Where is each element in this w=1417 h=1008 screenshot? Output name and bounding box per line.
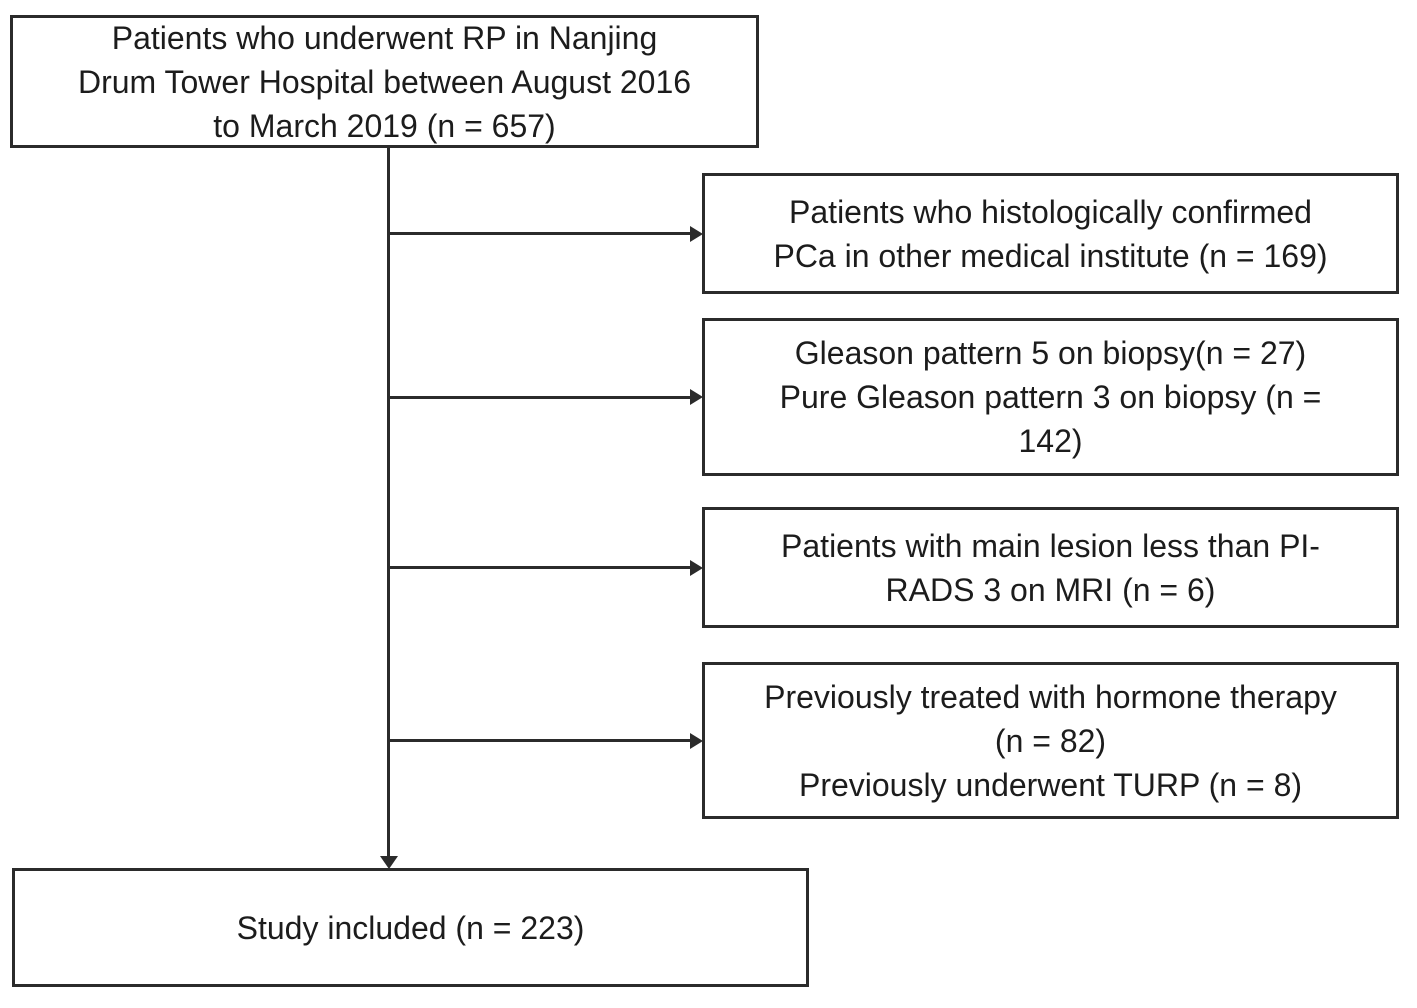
branch-line-4 <box>387 739 691 742</box>
exclusion-box-prior-treatment: Previously treated with hormone therapy … <box>702 662 1399 819</box>
arrowhead-right-icon <box>690 560 703 576</box>
branch-line-3 <box>387 566 691 569</box>
arrowhead-right-icon <box>690 733 703 749</box>
source-population-label: Patients who underwent RP in Nanjing Dru… <box>77 19 692 144</box>
exclusion-label: Patients with main lesion less than PI- … <box>781 527 1320 608</box>
exclusion-label: Previously treated with hormone therapy … <box>764 678 1337 803</box>
exclusion-box-gleason-pattern: Gleason pattern 5 on biopsy(n = 27) Pure… <box>702 318 1399 476</box>
flow-line-vertical <box>387 148 390 858</box>
branch-line-2 <box>387 396 691 399</box>
arrowhead-down-icon <box>380 856 398 869</box>
exclusion-label: Gleason pattern 5 on biopsy(n = 27) Pure… <box>779 335 1322 459</box>
source-population-box: Patients who underwent RP in Nanjing Dru… <box>10 15 759 148</box>
arrowhead-right-icon <box>690 389 703 405</box>
study-included-label: Study included (n = 223) <box>236 909 585 946</box>
exclusion-box-other-institute: Patients who histologically confirmed PC… <box>702 173 1399 294</box>
exclusion-box-pirads: Patients with main lesion less than PI- … <box>702 507 1399 628</box>
study-included-box: Study included (n = 223) <box>12 868 809 987</box>
arrowhead-right-icon <box>690 226 703 242</box>
branch-line-1 <box>387 232 691 235</box>
exclusion-label: Patients who histologically confirmed PC… <box>773 193 1328 274</box>
